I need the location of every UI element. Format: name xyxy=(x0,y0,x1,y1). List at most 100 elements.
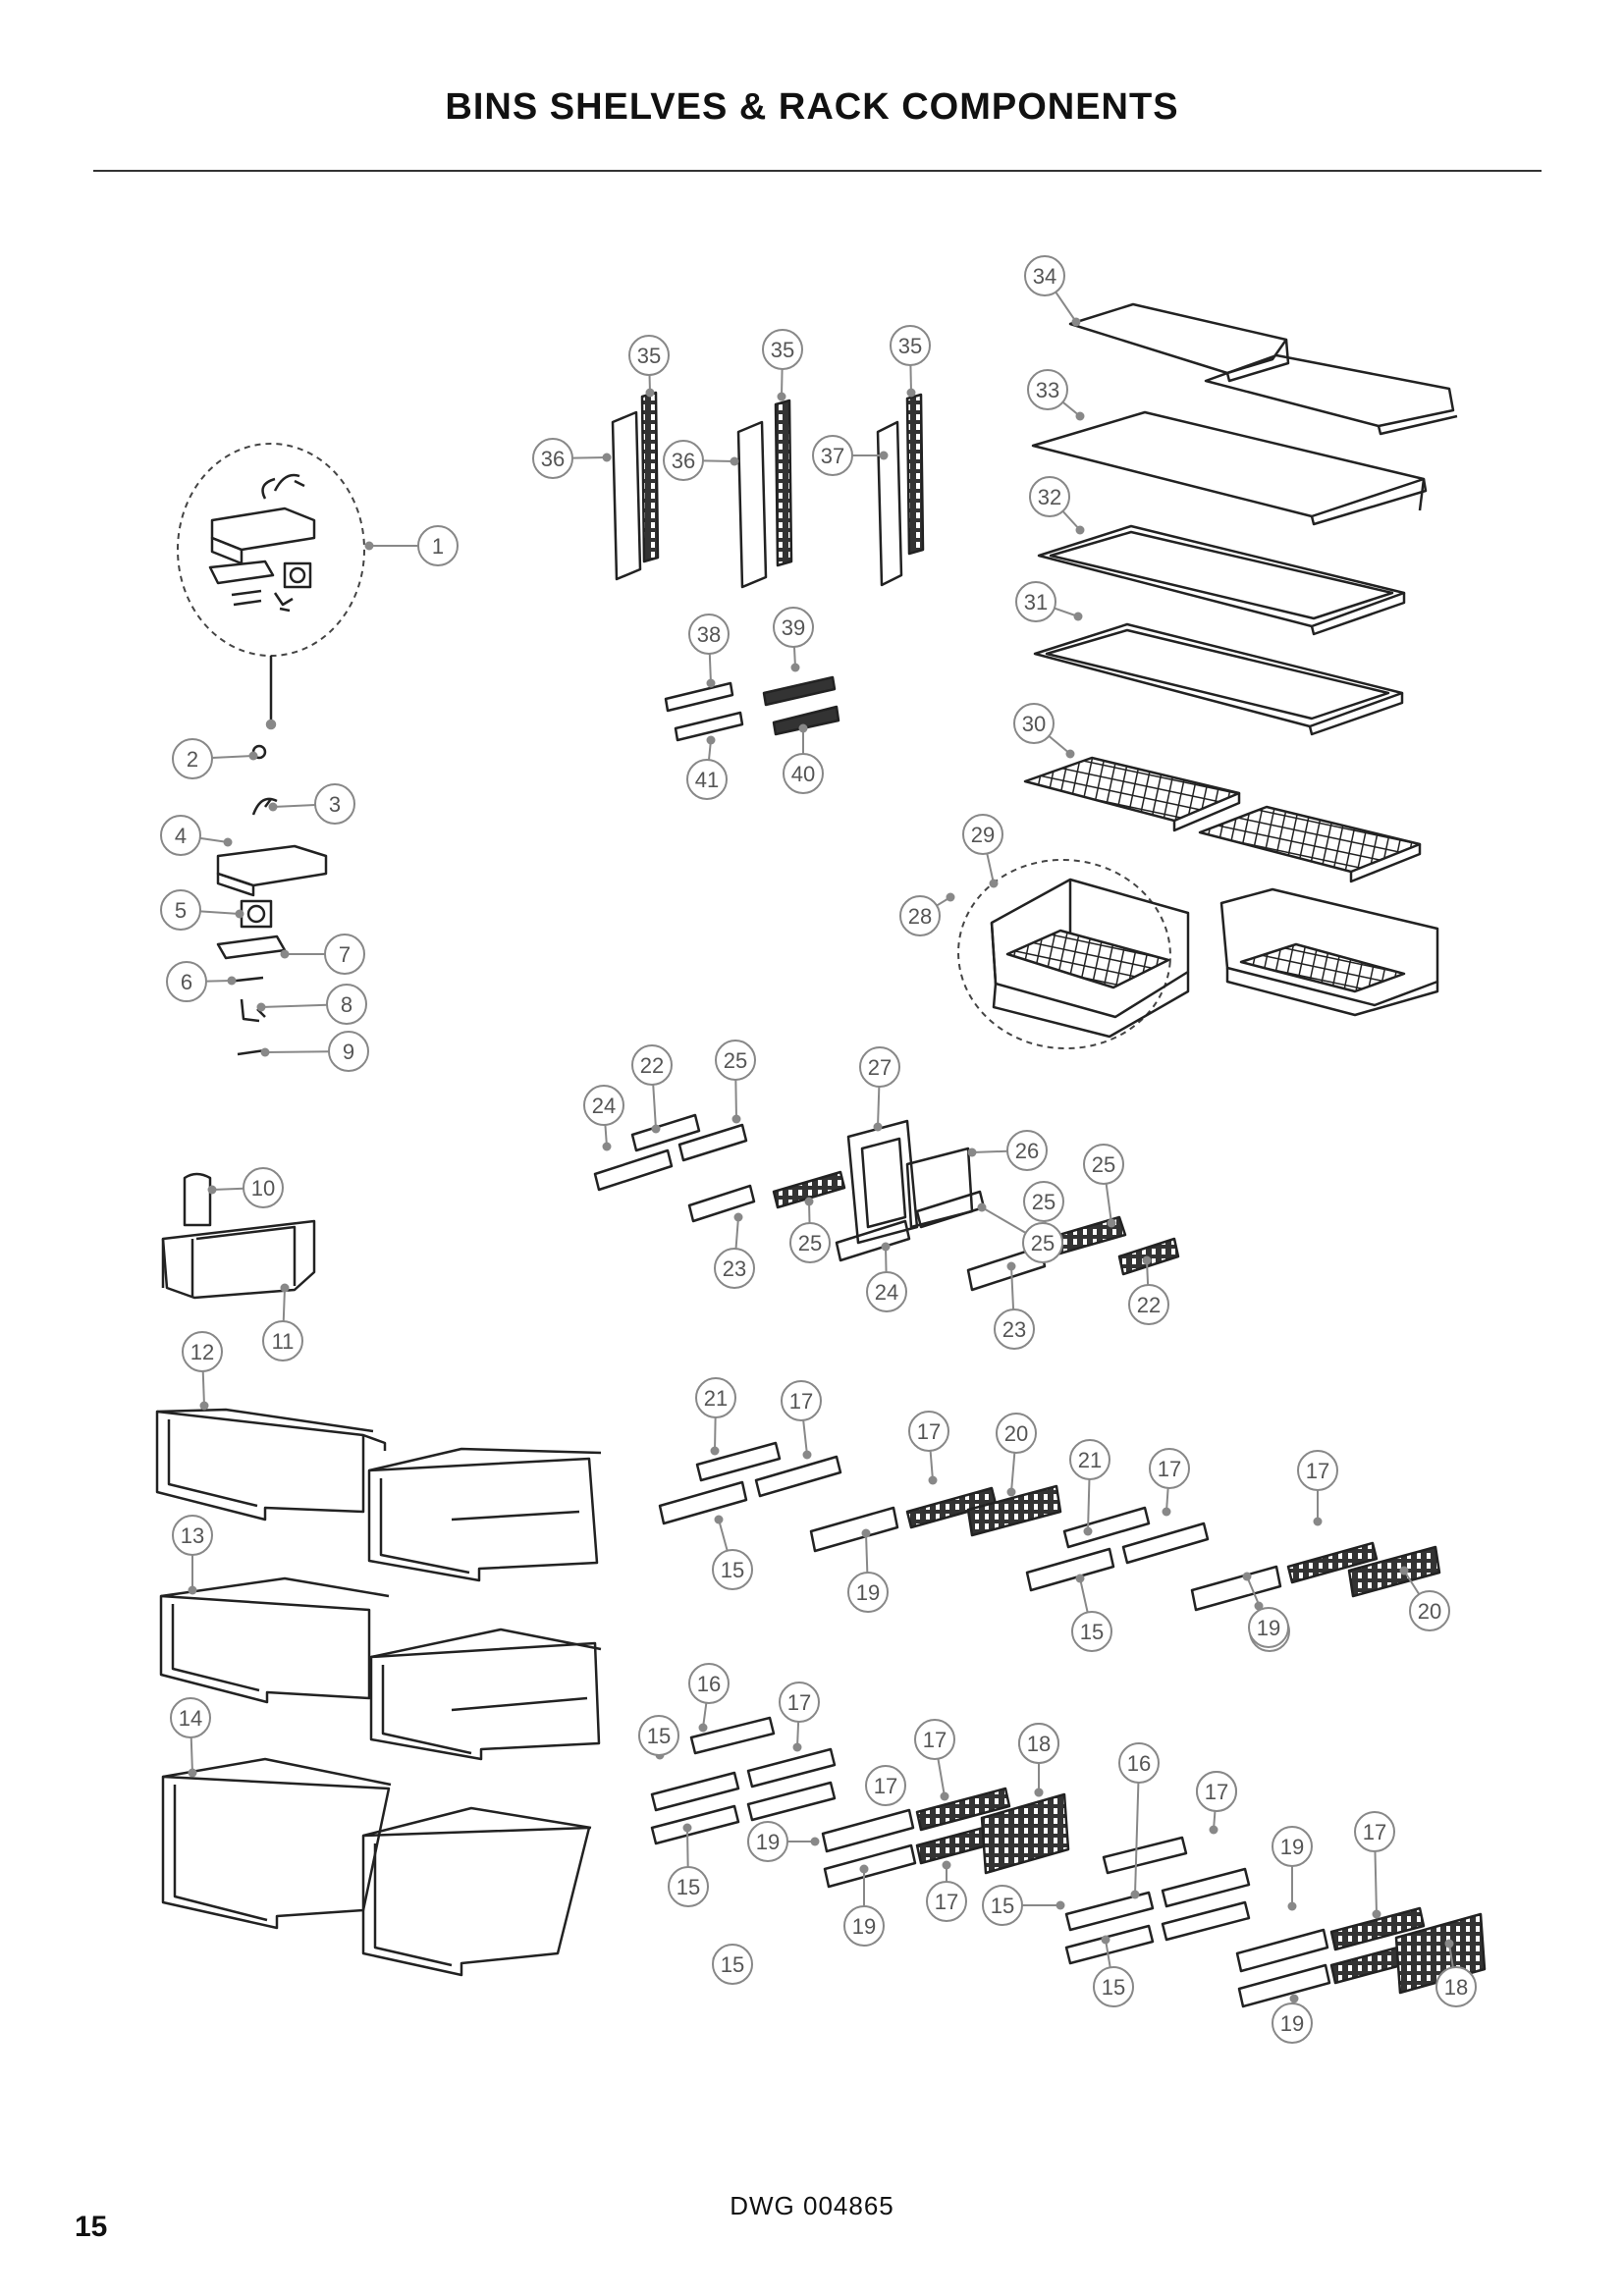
shelf-31 xyxy=(1033,622,1404,736)
callout-dot-25 xyxy=(804,1197,814,1206)
callout-dot-2 xyxy=(248,751,258,761)
callout-dot-33 xyxy=(1075,411,1085,421)
callout-dot-4 xyxy=(223,837,233,847)
callout-dot-24 xyxy=(602,1142,612,1151)
callout-number: 34 xyxy=(1033,264,1056,289)
callout-number: 25 xyxy=(1092,1152,1115,1177)
callout-circle xyxy=(1069,1439,1110,1480)
callout-number: 24 xyxy=(875,1280,898,1305)
callout-number: 29 xyxy=(971,823,995,847)
callout-number: 32 xyxy=(1038,485,1061,509)
callout-11: 11 xyxy=(262,1320,303,1362)
callout-circle xyxy=(890,325,931,366)
callout-number: 17 xyxy=(1158,1457,1181,1481)
callout-leader-21 xyxy=(1087,1478,1091,1532)
callout-17: 17 xyxy=(926,1881,967,1922)
callout-circle xyxy=(1023,1181,1064,1222)
callout-circle xyxy=(714,1248,755,1289)
callout-number: 14 xyxy=(179,1706,202,1731)
callout-dot-20 xyxy=(1006,1487,1016,1497)
callout-number: 17 xyxy=(787,1690,811,1715)
callout-19: 19 xyxy=(847,1572,889,1613)
callout-37: 37 xyxy=(812,435,853,476)
callout-leader-10 xyxy=(211,1187,244,1191)
callout-26: 26 xyxy=(1006,1130,1048,1171)
callout-leader-15 xyxy=(686,1827,689,1868)
callout-circle xyxy=(668,1866,709,1907)
callout-dot-18 xyxy=(1444,1939,1454,1949)
crisper-right xyxy=(1219,887,1439,1017)
callout-circle xyxy=(1015,581,1056,622)
freezer-basket-right xyxy=(361,1806,592,1977)
callout-dot-21 xyxy=(710,1446,720,1456)
callout-21: 21 xyxy=(695,1377,736,1418)
callout-circle xyxy=(712,1944,753,1985)
callout-dot-39 xyxy=(790,663,800,672)
callout-number: 19 xyxy=(1280,2011,1304,2036)
callout-leader-27 xyxy=(877,1086,881,1128)
callout-leader-26 xyxy=(971,1149,1008,1153)
callout-number: 28 xyxy=(908,904,932,929)
callout-circle xyxy=(1093,1966,1134,2007)
callout-circle xyxy=(779,1682,820,1723)
callout-leader-11 xyxy=(282,1287,286,1322)
callout-circle xyxy=(914,1719,955,1760)
callout-circle xyxy=(1354,1811,1395,1852)
callout-19: 19 xyxy=(843,1905,885,1947)
callout-16: 16 xyxy=(1118,1742,1160,1784)
callout-dot-17 xyxy=(942,1860,951,1870)
callout-7: 7 xyxy=(324,934,365,975)
callout-19: 19 xyxy=(1272,2002,1313,2044)
callout-dot-17 xyxy=(940,1791,949,1801)
callout-circle xyxy=(843,1905,885,1947)
callout-circle xyxy=(1083,1144,1124,1185)
callout-17: 17 xyxy=(865,1765,906,1806)
callout-circle xyxy=(695,1377,736,1418)
shelf-34-right xyxy=(1204,353,1458,436)
callout-circle xyxy=(908,1411,949,1452)
callout-38: 38 xyxy=(688,614,730,655)
callout-number: 36 xyxy=(541,447,565,471)
callout-35: 35 xyxy=(890,325,931,366)
callout-leader-35 xyxy=(909,364,912,394)
callout-20: 20 xyxy=(1409,1590,1450,1631)
callout-number: 15 xyxy=(721,1558,744,1582)
callout-number: 21 xyxy=(704,1386,728,1411)
callout-number: 27 xyxy=(868,1055,892,1080)
callout-number: 35 xyxy=(898,334,922,358)
callout-leader-2 xyxy=(211,755,254,760)
callout-circle xyxy=(1022,1222,1063,1263)
callout-number: 5 xyxy=(175,898,187,923)
callout-8: 8 xyxy=(326,984,367,1025)
callout-20: 20 xyxy=(996,1413,1037,1454)
callout-dot-7 xyxy=(280,949,290,959)
callout-leader-36 xyxy=(571,456,608,459)
callout-leader-29 xyxy=(986,853,995,884)
callout-dot-17 xyxy=(792,1742,802,1752)
callout-number: 19 xyxy=(756,1830,780,1854)
callout-circle xyxy=(812,435,853,476)
callout-number: 9 xyxy=(343,1040,354,1064)
callout-number: 41 xyxy=(695,768,719,792)
callout-leader-20 xyxy=(1010,1452,1016,1493)
callout-23: 23 xyxy=(994,1308,1035,1350)
callout-leader-20 xyxy=(1403,1570,1421,1595)
callout-number: 16 xyxy=(697,1672,721,1696)
callout-41: 41 xyxy=(686,759,728,800)
callout-28: 28 xyxy=(899,895,941,936)
callout-number: 18 xyxy=(1444,1975,1468,2000)
callout-number: 21 xyxy=(1078,1448,1102,1472)
callout-circle xyxy=(172,738,213,779)
callout-dot-11 xyxy=(280,1283,290,1293)
callout-circle xyxy=(1409,1590,1450,1631)
callout-15: 15 xyxy=(712,1944,753,1985)
callout-17: 17 xyxy=(781,1380,822,1421)
callout-39: 39 xyxy=(773,607,814,648)
callout-number: 22 xyxy=(1137,1293,1161,1317)
callout-dot-37 xyxy=(879,451,889,460)
callout-circle xyxy=(1297,1450,1338,1491)
shelf-34-left xyxy=(1068,302,1290,383)
callout-circle xyxy=(688,614,730,655)
callout-30: 30 xyxy=(1013,703,1055,744)
callout-circle xyxy=(994,1308,1035,1350)
